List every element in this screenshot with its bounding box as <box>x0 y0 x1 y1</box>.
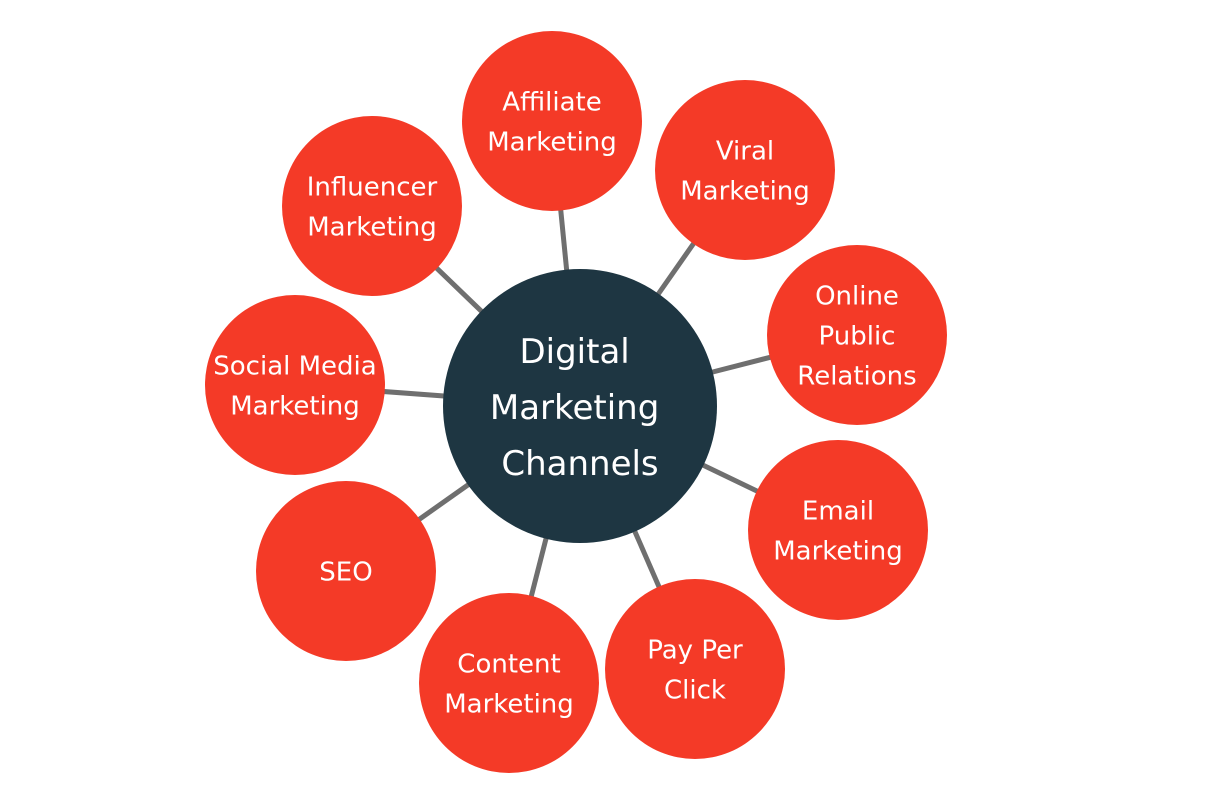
connector-line-online-public-relations <box>708 353 775 376</box>
node-circle-email-marketing <box>748 440 928 620</box>
node-circle-viral-marketing <box>655 80 835 260</box>
node-label-line: Marketing <box>307 212 437 242</box>
center-hub-label: Digital Marketing Channels <box>490 332 670 484</box>
node-label-line: Public <box>819 321 896 351</box>
connector-line-influencer-marketing <box>432 263 486 316</box>
connector-line-affiliate-marketing <box>557 206 570 274</box>
node-circle-content-marketing <box>419 593 599 773</box>
node-label-seo: SEO <box>319 557 372 587</box>
node-circle-seo <box>256 481 436 661</box>
node-label-line: Viral <box>716 136 774 166</box>
node-label-line: Marketing <box>487 127 617 157</box>
node-label-line: Influencer <box>307 172 438 202</box>
node-label-line: Click <box>664 675 726 705</box>
node-label-line: Email <box>802 496 874 526</box>
connector-line-seo <box>414 480 473 524</box>
connector-line-social-media-marketing <box>380 388 448 399</box>
node-circle-affiliate-marketing <box>462 31 642 211</box>
node-label-line: Online <box>815 281 899 311</box>
node-label-line: Social Media <box>213 351 376 381</box>
node-label-line: Pay Per <box>647 635 743 665</box>
node-label-line: Marketing <box>444 689 574 719</box>
node-circle-influencer-marketing <box>282 116 462 296</box>
node-label-line: Content <box>457 649 560 679</box>
node-circle-online-public-relations <box>767 245 947 425</box>
center-hub: Digital Marketing Channels <box>443 269 717 543</box>
node-seo: SEO <box>256 481 436 661</box>
center-hub-circle <box>443 269 717 543</box>
node-label-line: SEO <box>319 557 372 587</box>
connector-line-email-marketing <box>698 461 762 495</box>
node-label-line: Marketing <box>230 391 360 421</box>
node-label-line: Marketing <box>773 536 903 566</box>
center-hub-line: Marketing <box>490 388 659 428</box>
node-circle-pay-per-click <box>605 579 785 759</box>
node-label-line: Relations <box>797 361 916 391</box>
node-label-line: Marketing <box>680 176 810 206</box>
connector-line-content-marketing <box>527 534 550 601</box>
node-circle-social-media-marketing <box>205 295 385 475</box>
connector-lines <box>380 206 775 601</box>
node-label-line: Affiliate <box>502 87 602 117</box>
connector-line-viral-marketing <box>654 239 698 299</box>
center-hub-line: Digital <box>519 332 629 372</box>
connector-line-pay-per-click <box>631 526 663 592</box>
center-hub-line: Channels <box>501 444 658 484</box>
